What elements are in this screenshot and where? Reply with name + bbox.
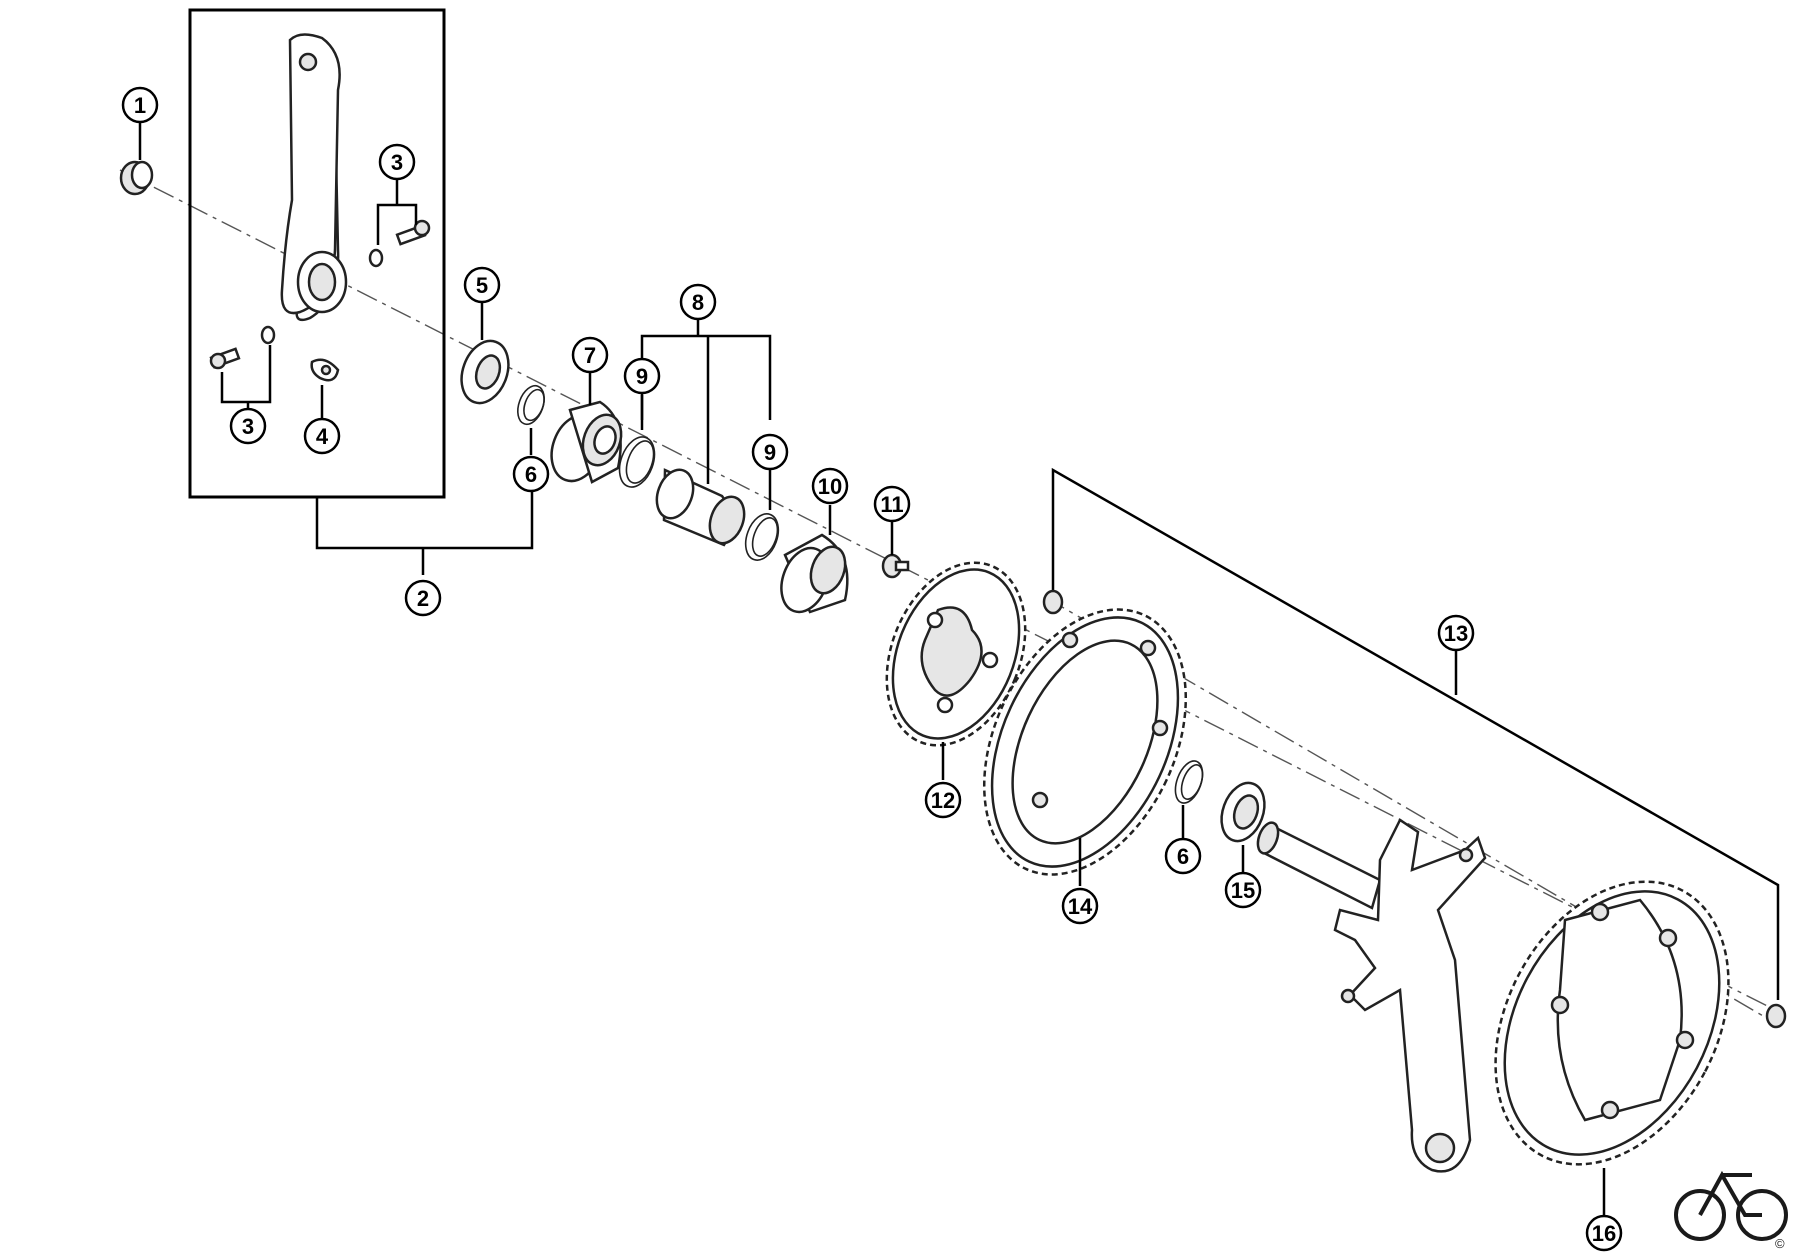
callout-15: 15 <box>1224 871 1262 909</box>
svg-text:4: 4 <box>316 424 329 449</box>
chainring-bolt-small <box>881 553 910 579</box>
callout-3-upper: 3 <box>378 143 416 181</box>
bracket-3-upper <box>376 180 418 245</box>
callout-11: 11 <box>873 485 911 523</box>
callout-8: 8 <box>679 283 717 321</box>
bicycle-logo-icon: © <box>1674 1170 1788 1251</box>
pinch-bolt-lower <box>209 325 276 370</box>
callout-12: 12 <box>924 781 962 819</box>
chainring-middle <box>982 608 1188 876</box>
callout-7: 7 <box>571 336 609 374</box>
safety-plate <box>310 358 340 382</box>
bracket-8 <box>640 305 772 484</box>
svg-text:3: 3 <box>391 150 403 175</box>
callout-6-right: 6 <box>1164 837 1202 875</box>
svg-text:1: 1 <box>134 93 146 118</box>
callout-5: 5 <box>463 266 501 304</box>
chainring-large <box>1494 880 1730 1166</box>
callout-9-left: 9 <box>623 357 661 395</box>
crank-cap <box>119 160 154 196</box>
callout-9-right: 9 <box>751 433 789 471</box>
chainring-small <box>885 561 1027 747</box>
ring-right <box>1174 760 1204 804</box>
chainring-bolt-nut <box>1042 589 1064 615</box>
svg-text:9: 9 <box>636 364 648 389</box>
svg-text:14: 14 <box>1068 894 1093 919</box>
o-ring-right <box>744 513 780 561</box>
right-crank-spindle <box>1256 818 1487 1173</box>
svg-text:7: 7 <box>584 343 596 368</box>
callout-3-lower: 3 <box>229 407 267 445</box>
svg-text:2: 2 <box>417 586 429 611</box>
left-crank-arm <box>280 33 348 322</box>
callout-2: 2 <box>404 579 442 617</box>
bracket-13 <box>1051 467 1780 1000</box>
callout-13: 13 <box>1437 614 1475 652</box>
group-bracket-2 <box>315 468 534 575</box>
svg-text:16: 16 <box>1592 1221 1616 1246</box>
svg-text:10: 10 <box>818 474 842 499</box>
callout-16: 16 <box>1585 1214 1623 1252</box>
bearing-cup-left <box>550 400 623 484</box>
chainring-bolt-end <box>1765 1003 1787 1029</box>
svg-text:12: 12 <box>931 788 955 813</box>
callout-1: 1 <box>121 86 159 124</box>
svg-text:9: 9 <box>764 440 776 465</box>
callout-14: 14 <box>1061 887 1099 925</box>
bb-sleeve <box>655 468 746 547</box>
svg-text:13: 13 <box>1444 621 1468 646</box>
svg-text:©: © <box>1775 1236 1785 1251</box>
ring-left <box>517 384 545 426</box>
spacer <box>1220 781 1266 843</box>
svg-text:6: 6 <box>525 462 537 487</box>
callout-4: 4 <box>303 417 341 455</box>
bearing-cup-right <box>780 533 849 614</box>
svg-text:3: 3 <box>242 414 254 439</box>
o-ring-left <box>618 436 656 488</box>
washer-large <box>460 339 510 405</box>
svg-text:11: 11 <box>880 492 903 517</box>
callout-10: 10 <box>811 467 849 505</box>
svg-text:8: 8 <box>692 290 704 315</box>
pinch-bolt-upper <box>368 219 431 268</box>
callout-6-left: 6 <box>512 455 550 493</box>
svg-text:15: 15 <box>1231 878 1255 903</box>
svg-text:5: 5 <box>476 273 488 298</box>
svg-text:6: 6 <box>1177 844 1189 869</box>
